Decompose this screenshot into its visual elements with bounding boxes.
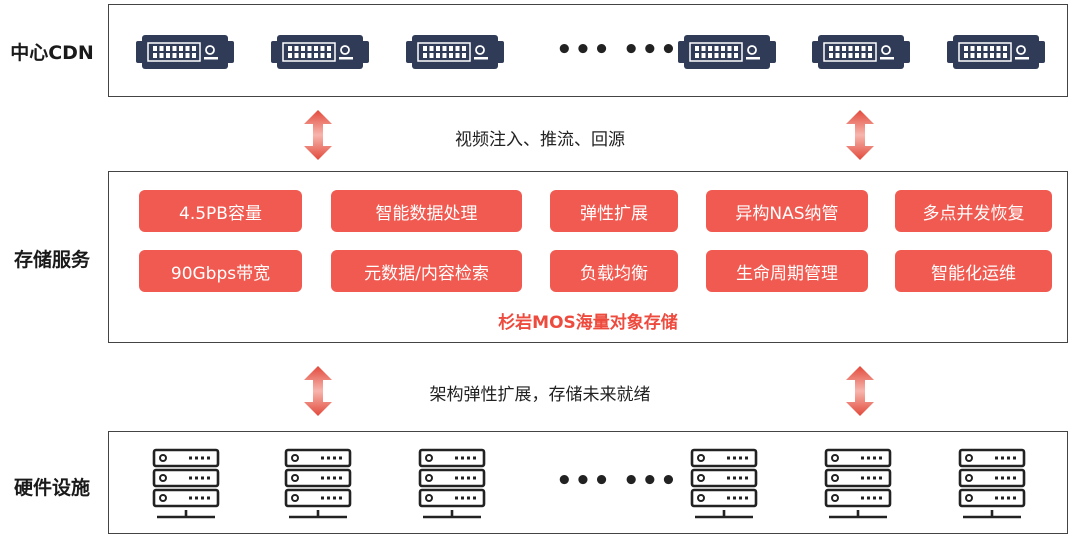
upper-left-arrow-icon: [304, 110, 332, 160]
server-stack-icon: [957, 448, 1027, 520]
lower-connector-text: 架构弹性扩展，存储未来就绪: [429, 385, 651, 405]
hardware-ellipsis: ••• •••: [556, 466, 679, 496]
feature-chip: 负载均衡: [550, 250, 678, 292]
feature-chip: 多点并发恢复: [895, 190, 1052, 232]
layer-label-storage: 存储服务: [13, 249, 90, 271]
feature-chip: 4.5PB容量: [139, 190, 302, 232]
upper-connector-text: 视频注入、推流、回源: [455, 130, 625, 150]
feature-chip: 弹性扩展: [550, 190, 678, 232]
rack-row: [109, 5, 1067, 96]
rack-server-icon: [271, 35, 369, 69]
feature-chip: 智能化运维: [895, 250, 1052, 292]
server-stack-icon: [151, 448, 221, 520]
storage-product-title: 杉岩MOS海量对象存储: [498, 313, 678, 333]
layer-label-cdn: 中心CDN: [10, 42, 94, 64]
rack-server-icon: [947, 35, 1045, 69]
cdn-layer-box: ••• •••: [108, 4, 1068, 97]
lower-right-arrow-icon: [846, 366, 874, 416]
feature-chip: 生命周期管理: [706, 250, 868, 292]
server-stack-icon: [689, 448, 759, 520]
hardware-layer-box: ••• •••: [108, 431, 1068, 534]
feature-chip: 异构NAS纳管: [706, 190, 868, 232]
feature-chip: 元数据/内容检索: [331, 250, 522, 292]
upper-right-arrow-icon: [846, 110, 874, 160]
server-stack-icon: [823, 448, 893, 520]
lower-left-arrow-icon: [304, 366, 332, 416]
feature-chip: 智能数据处理: [331, 190, 522, 232]
layer-label-hardware: 硬件设施: [13, 477, 90, 499]
cdn-ellipsis: ••• •••: [556, 35, 679, 65]
rack-server-icon: [678, 35, 776, 69]
server-row: [109, 432, 1067, 533]
storage-layer-box: 4.5PB容量 智能数据处理 弹性扩展 异构NAS纳管 多点并发恢复 90Gbp…: [108, 171, 1068, 343]
rack-server-icon: [812, 35, 910, 69]
rack-server-icon: [136, 35, 234, 69]
rack-server-icon: [406, 35, 504, 69]
server-stack-icon: [283, 448, 353, 520]
feature-chip: 90Gbps带宽: [139, 250, 302, 292]
server-stack-icon: [417, 448, 487, 520]
